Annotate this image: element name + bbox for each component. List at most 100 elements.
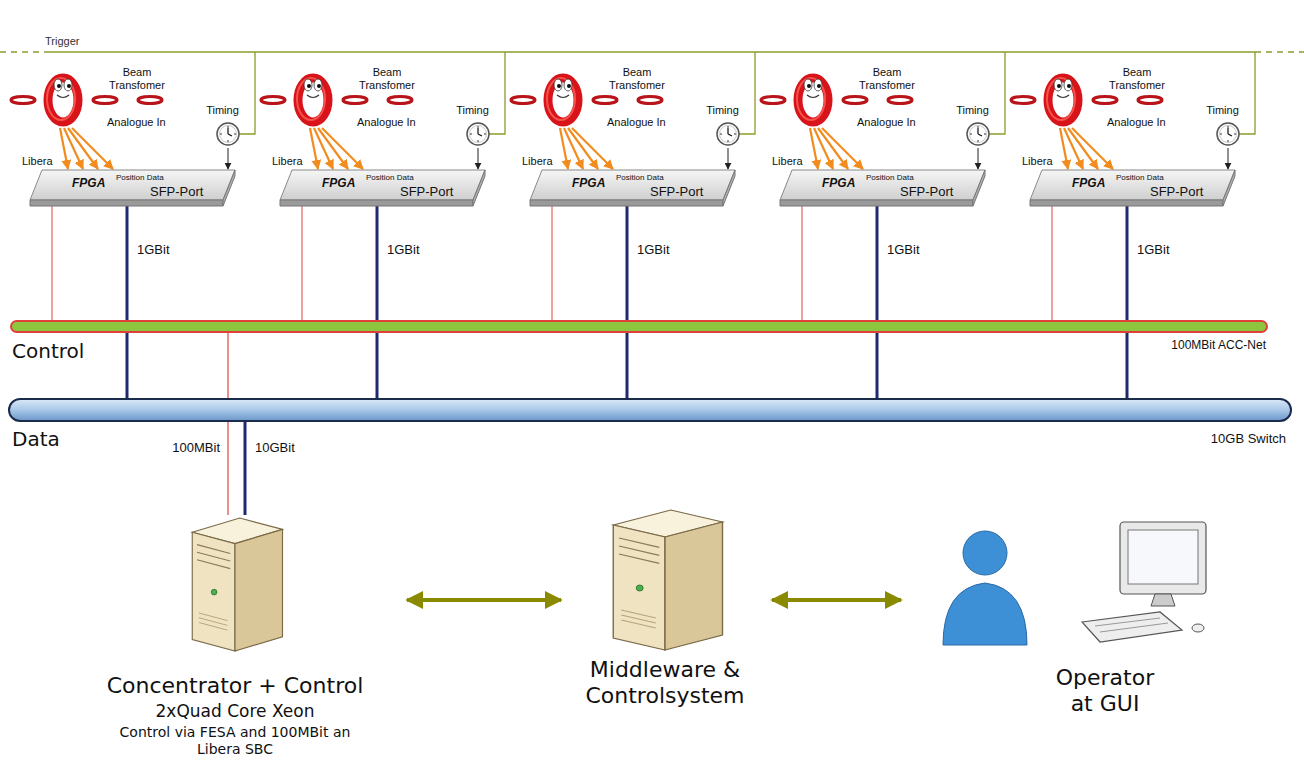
computer-icon	[1082, 522, 1206, 642]
link-label: Analogue In	[355, 116, 418, 129]
operator-icon	[943, 531, 1027, 645]
connector-line	[407, 598, 561, 602]
node-text: Beam Transfomer	[347, 66, 427, 92]
libera-board: LiberaFPGAPosition DataSFP-Port	[280, 170, 485, 206]
connector-line	[1126, 206, 1129, 398]
node-heading: 100MBit ACC-Net	[1171, 338, 1266, 352]
node-text: SFP-Port	[900, 184, 953, 200]
beam-pipe	[11, 97, 1162, 104]
connector-line	[572, 128, 613, 169]
connector	[52, 206, 53, 320]
connector-line	[1228, 148, 1229, 169]
node-heading: Control	[12, 339, 84, 363]
node-text: FPGA	[1072, 176, 1105, 190]
connector	[228, 148, 229, 169]
timing-clock: Timing	[450, 104, 498, 148]
connector-line	[1052, 206, 1053, 320]
connector-line	[126, 206, 129, 398]
libera-board: LiberaFPGAPosition DataSFP-Port	[530, 170, 735, 206]
connector	[802, 206, 803, 320]
node-text: Concentrator + Control	[70, 673, 400, 699]
link-label: 1GBit	[635, 242, 672, 258]
connector	[228, 333, 229, 515]
connector-line	[244, 422, 247, 515]
connector-line	[552, 206, 553, 320]
connector	[478, 148, 479, 169]
node-text: Middleware & Controlsystem	[565, 657, 765, 710]
connector-line	[802, 206, 803, 320]
node-text: 2xQuad Core Xeon	[70, 701, 400, 721]
node-text: Control via FESA and 100MBit an Libera S…	[100, 724, 370, 758]
node-text: FPGA	[322, 176, 355, 190]
node-text: Beam Transfomer	[1097, 66, 1177, 92]
node-text: SFP-Port	[650, 184, 703, 200]
connector-line	[978, 148, 979, 169]
trigger-line	[0, 52, 1304, 134]
connector-line	[302, 206, 303, 320]
node-text: Timing	[200, 104, 245, 117]
node-text: FPGA	[572, 176, 605, 190]
link-label: 10GBit	[253, 440, 297, 456]
node-heading: Data	[12, 427, 60, 451]
link-label: 1GBit	[385, 242, 422, 258]
node-heading: Libera	[772, 155, 803, 168]
connector	[245, 422, 246, 515]
link-label: 1GBit	[135, 242, 172, 258]
timing-clock: Timing	[950, 104, 998, 148]
concentrator-server: Concentrator + Control2xQuad Core XeonCo…	[70, 515, 403, 765]
timing-clock: Timing	[1200, 104, 1248, 148]
connector	[978, 148, 979, 169]
libera-board: LiberaFPGAPosition DataSFP-Port	[30, 170, 235, 206]
node-text: Beam Transfomer	[97, 66, 177, 92]
node-text: Timing	[450, 104, 495, 117]
node-heading: 10GB Switch	[1211, 431, 1286, 447]
connector	[302, 206, 303, 320]
connector	[877, 206, 878, 398]
connector-line	[376, 206, 379, 398]
node-text: Timing	[1200, 104, 1245, 117]
libera-board: LiberaFPGAPosition DataSFP-Port	[1030, 170, 1235, 206]
connector-line	[52, 206, 53, 320]
connector	[728, 148, 729, 169]
libera-board: LiberaFPGAPosition DataSFP-Port	[780, 170, 985, 206]
node-text: Timing	[700, 104, 745, 117]
data-bus: Data10GB Switch	[8, 398, 1292, 422]
connector	[60, 128, 113, 169]
node-text: Beam Transfomer	[597, 66, 677, 92]
node-heading: Libera	[22, 155, 53, 168]
node-text: Beam Transfomer	[847, 66, 927, 92]
link-label: Analogue In	[1105, 116, 1168, 129]
connector	[310, 128, 363, 169]
connector	[772, 600, 901, 601]
node-text: Position Data	[116, 173, 164, 183]
connector	[1060, 128, 1113, 169]
connector	[552, 206, 553, 320]
server-icon	[613, 510, 722, 650]
connector-line	[478, 148, 479, 169]
link-label: Analogue In	[105, 116, 168, 129]
connector	[1127, 206, 1128, 398]
connector-line	[822, 128, 863, 169]
connector	[127, 206, 128, 398]
control-bus: Control100MBit ACC-Net	[10, 320, 1268, 333]
connector-line	[728, 148, 729, 169]
connector	[627, 206, 628, 398]
node-text: Position Data	[1116, 173, 1164, 183]
node-text: SFP-Port	[400, 184, 453, 200]
link-label: Analogue In	[855, 116, 918, 129]
connector	[1228, 148, 1229, 169]
node-heading: Libera	[522, 155, 553, 168]
node-text: SFP-Port	[1150, 184, 1203, 200]
connector-line	[876, 206, 879, 398]
connector-line	[322, 128, 363, 169]
connector	[810, 128, 863, 169]
signal-label: Trigger	[45, 35, 79, 48]
connector-line	[227, 333, 228, 515]
middleware-server: Middleware & Controlsystem	[565, 505, 768, 720]
connector-line	[228, 148, 229, 169]
node-text: SFP-Port	[150, 184, 203, 200]
node-text: Position Data	[616, 173, 664, 183]
link-label: 100MBit	[170, 440, 222, 456]
link-label: Analogue In	[605, 116, 668, 129]
node-text: Operator at GUI	[1045, 665, 1165, 718]
